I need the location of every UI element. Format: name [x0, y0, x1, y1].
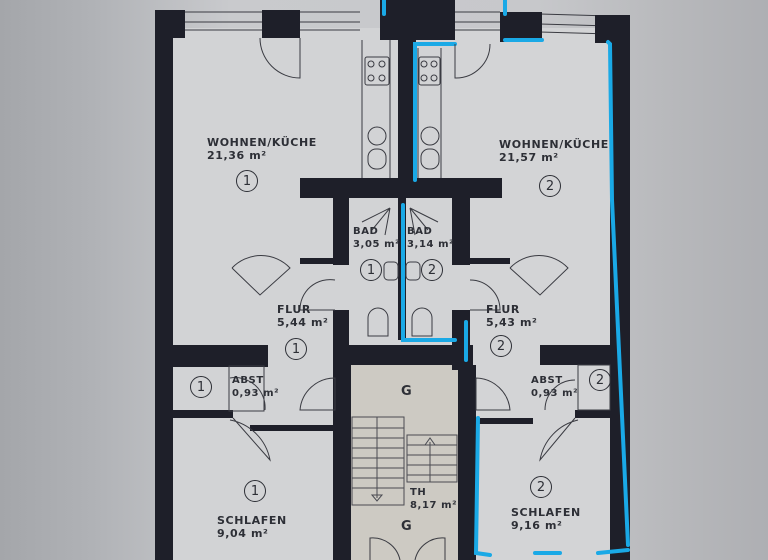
unit-badge: 1	[244, 480, 266, 502]
unit-badge: 2	[421, 259, 443, 281]
unit-badge: 2	[530, 476, 552, 498]
floor-left	[170, 28, 350, 560]
apartment-2-highlight	[382, 0, 630, 557]
room-wohnen-2: WOHNEN/KÜCHE 21,57 m²	[499, 138, 609, 164]
room-name: BAD	[407, 226, 433, 237]
top-windows	[183, 11, 611, 35]
unit-badge: 2	[589, 369, 611, 391]
room-name: WOHNEN/KÜCHE	[499, 138, 609, 151]
room-flur-2: FLUR 5,43 m²	[486, 303, 537, 329]
stairwell-floor	[350, 365, 460, 560]
storage-boxes	[228, 364, 611, 412]
room-wohnen-1: WOHNEN/KÜCHE 21,36 m²	[207, 136, 317, 162]
room-bad-2: BAD 3,14 m²	[407, 225, 454, 251]
kitchen-counter-1	[361, 40, 391, 178]
room-area: 8,17 m²	[410, 500, 458, 511]
room-name: ABST	[531, 375, 563, 386]
room-treppenhaus: TH 8,17 m²	[410, 486, 457, 512]
unit-badge: 2	[539, 175, 561, 197]
room-area: 3,14 m²	[407, 239, 455, 250]
room-name: SCHLAFEN	[511, 506, 581, 519]
room-area: 0,93 m²	[531, 388, 579, 399]
floor-right	[455, 28, 615, 560]
unit-badge: 1	[236, 170, 258, 192]
room-schlafen-1: SCHLAFEN 9,04 m²	[217, 514, 287, 540]
unit-badge: 1	[285, 338, 307, 360]
room-area: 3,05 m²	[353, 239, 401, 250]
room-name: ABST	[232, 375, 264, 386]
room-name: SCHLAFEN	[217, 514, 287, 527]
room-flur-1: FLUR 5,44 m²	[277, 303, 328, 329]
walls	[155, 0, 630, 560]
room-schlafen-2: SCHLAFEN 9,16 m²	[511, 506, 581, 532]
room-area: 21,57 m²	[499, 151, 559, 164]
staircase	[351, 416, 458, 506]
door-swings	[229, 37, 579, 560]
bath-fixtures	[361, 207, 439, 337]
common-area-label-bottom: G	[401, 519, 412, 534]
kitchen-counter-2	[417, 48, 442, 178]
room-abst-1: ABST 0,93 m²	[232, 374, 279, 400]
unit-badge: 2	[490, 335, 512, 357]
unit-badge: 1	[360, 259, 382, 281]
room-name: BAD	[353, 226, 379, 237]
room-name: TH	[410, 487, 427, 498]
room-bad-1: BAD 3,05 m²	[353, 225, 400, 251]
room-area: 5,43 m²	[486, 316, 538, 329]
room-area: 5,44 m²	[277, 316, 329, 329]
room-abst-2: ABST 0,93 m²	[531, 374, 578, 400]
room-area: 9,04 m²	[217, 527, 269, 540]
room-area: 9,16 m²	[511, 519, 563, 532]
room-area: 21,36 m²	[207, 149, 267, 162]
room-name: WOHNEN/KÜCHE	[207, 136, 317, 149]
room-name: FLUR	[486, 303, 520, 316]
room-name: FLUR	[277, 303, 311, 316]
room-area: 0,93 m²	[232, 388, 280, 399]
common-area-label-top: G	[401, 384, 412, 399]
unit-badge: 1	[190, 376, 212, 398]
